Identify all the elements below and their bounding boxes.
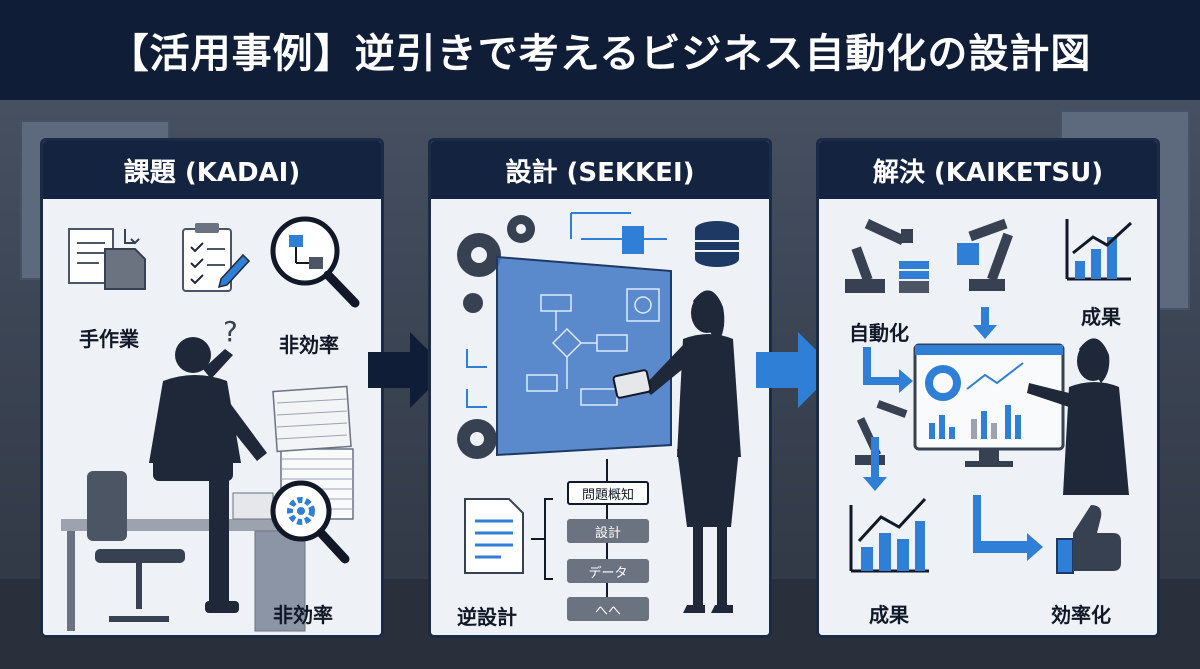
magnifier-flowchart-icon [270, 216, 360, 308]
title-bar: 【活用事例】逆引きで考えるビジネス自動化の設計図 [0, 0, 1200, 100]
panel-sekkei-header: 設計 (SEKKEI) [431, 141, 769, 199]
panel-kadai-header: 課題 (KADAI) [43, 141, 381, 199]
tablet-device [612, 369, 652, 399]
flow-step-3: データ [567, 559, 649, 583]
document-lines-icon [464, 498, 524, 574]
question-mark: ? [223, 315, 238, 348]
robot-arm-icon [855, 400, 908, 465]
panel-kaiketsu-header: 解決 (KAIKETSU) [819, 141, 1157, 199]
label-inefficiency-bottom: 非効率 [273, 603, 333, 627]
database-icon [695, 221, 739, 267]
flow-step-4: へへ [567, 597, 649, 621]
connector-lines [570, 212, 667, 254]
robot-arm-icon [957, 218, 1013, 291]
panel-kadai-illustration: ? [61, 216, 360, 632]
stressed-worker-figure [149, 337, 267, 613]
panel-kadai: 課題 (KADAI) [40, 138, 384, 638]
bar-chart-up-icon [1065, 219, 1133, 281]
thumbs-up-icon [1056, 505, 1121, 574]
label-manual-work: 手作業 [79, 327, 139, 351]
gear-icon [457, 215, 535, 459]
checklist-icon [182, 223, 251, 292]
panel-sekkei-illustration [457, 212, 741, 619]
panel-sekkei: 設計 (SEKKEI) [428, 138, 772, 638]
presenter-figure [643, 290, 741, 613]
flow-step-1: 問題概知 [567, 481, 649, 505]
documents-icon [68, 228, 146, 290]
page-title: 【活用事例】逆引きで考えるビジネス自動化の設計図 [108, 31, 1092, 77]
panel-kaiketsu-illustration [845, 218, 1133, 574]
blueprint-screen [496, 255, 672, 457]
magnifier-gear-icon [270, 480, 350, 564]
robot-arm-icon [845, 219, 929, 293]
label-inefficiency-top: 非効率 [279, 333, 339, 357]
dashboard-monitor [913, 343, 1065, 467]
label-results-top: 成果 [1081, 305, 1121, 329]
label-results-bottom: 成果 [869, 603, 909, 627]
flow-arrows-blue [863, 307, 1043, 561]
label-reverse-design: 逆設計 [457, 605, 517, 629]
presenter-figure [1027, 338, 1129, 495]
bar-chart-up-icon [849, 497, 929, 573]
label-automation: 自動化 [849, 321, 909, 345]
label-efficiency: 効率化 [1051, 603, 1111, 627]
flow-step-2: 設計 [567, 519, 649, 543]
office-chair [87, 471, 127, 541]
panel-kaiketsu: 解決 (KAIKETSU) [816, 138, 1160, 638]
